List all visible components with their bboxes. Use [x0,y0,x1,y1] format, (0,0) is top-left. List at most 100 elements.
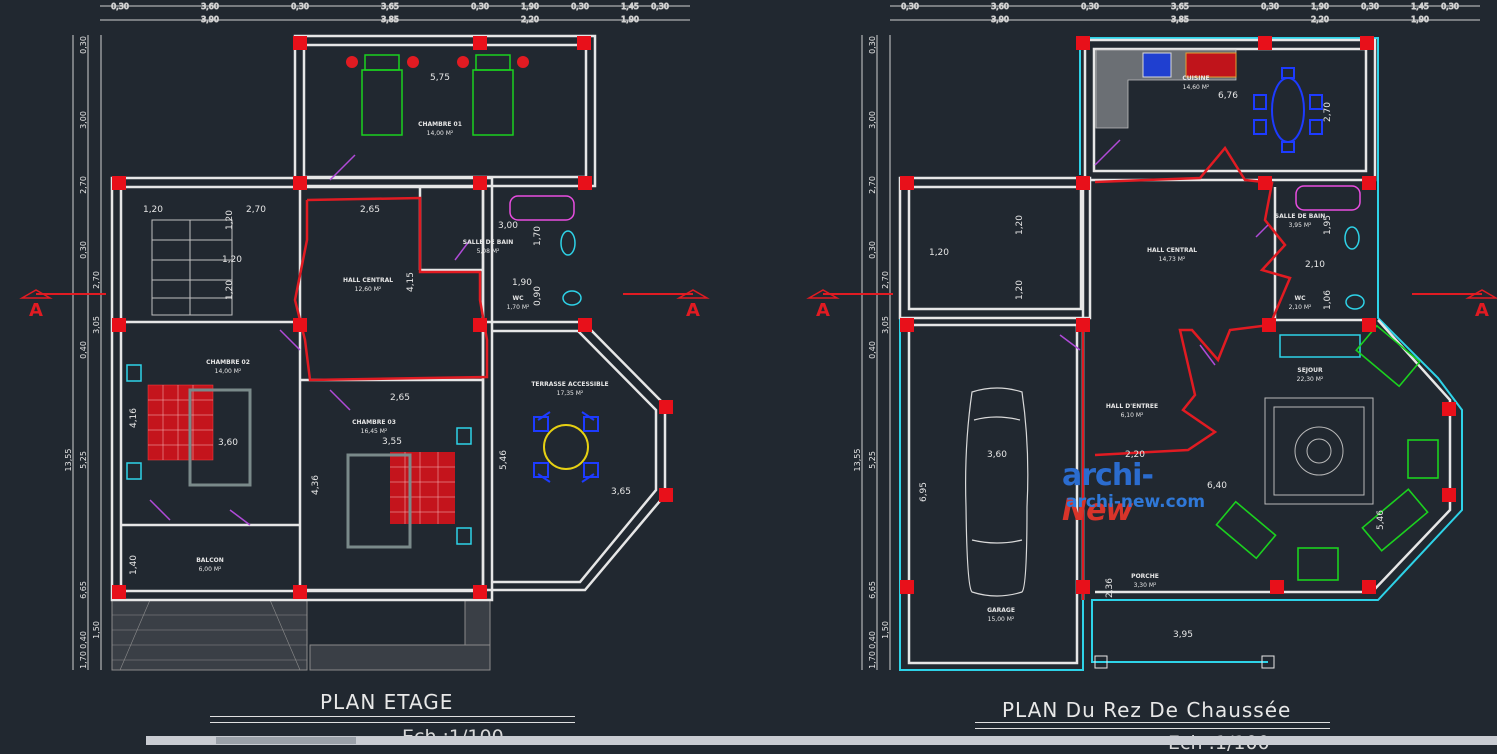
room-area: 14,60 M² [1183,84,1210,91]
inner-dim-label: 1,20 [929,248,949,258]
side-dim-label: 0,40 [868,341,877,359]
room-name: TERRASSE ACCESSIBLE [531,381,608,388]
top-dim-label: 1,90 [621,15,639,24]
side-dim-label: 1,70 [868,651,877,669]
hall-outline-etage [293,196,489,382]
side-dim-label: 1,50 [92,621,101,639]
side-dim-label: 0,40 [79,631,88,649]
side-dim-label: 1,70 [79,651,88,669]
inner-dim-label: 3,60 [218,438,238,448]
terrace-front-hatch [309,644,491,671]
top-dim-label: 0,30 [471,2,489,11]
room-name: WC [512,295,524,302]
top-dim-label: 0,30 [1081,2,1099,11]
stairs [151,219,233,316]
room-area: 14,00 M² [215,368,242,375]
balcony-hatch [111,599,308,671]
bed-ch3 [390,452,455,524]
top-dim-label: 0,30 [111,2,129,11]
room-name: CUISINE [1182,75,1209,82]
inner-dim-label: 2,20 [1125,450,1145,460]
room-name: BALCON [196,557,224,564]
top-dim-label: 1,90 [521,2,539,11]
side-dim-label: 2,70 [868,176,877,194]
columns-rdc [900,36,1456,594]
plan-etage [110,34,673,671]
side-dim-label: 5,25 [868,451,877,469]
top-dim-label: 0,30 [291,2,309,11]
top-dim-label: 3,60 [991,2,1009,11]
top-dim-label: 3,65 [1171,2,1189,11]
room-area: 16,45 M² [361,428,388,435]
side-dim-label: 3,00 [79,111,88,129]
inner-dim-label: 1,20 [222,255,242,265]
side-dim-label: 2,70 [881,271,890,289]
inner-dim-label: 6,76 [1218,91,1238,101]
top-dim-label: 3,60 [201,2,219,11]
rug-ch3 [346,453,412,549]
side-dim-label: 0,30 [79,241,88,259]
side-dim-label: 2,70 [92,271,101,289]
living-rug [1264,397,1374,505]
side-dim-label: 3,00 [868,111,877,129]
side-dimension-lines [72,35,891,670]
room-name: CHAMBRE 01 [418,121,462,128]
inner-dim-label: 3,95 [1173,630,1193,640]
top-dimension-lines: 0,30 3,60 0,30 3,65 0,30 1,90 0,30 1,45 0,30 3,90… [100,2,1480,25]
inner-dim-label: 1,20 [225,280,235,300]
inner-dim-label: 3,65 [611,487,631,497]
inner-dim-label: 4,36 [311,475,321,495]
top-dim-label: 1,45 [621,2,639,11]
room-area: 5,08 M² [477,248,500,255]
top-dim-label: 0,30 [1361,2,1379,11]
top-dim-label: 3,90 [201,15,219,24]
inner-dim-label: 1,90 [512,278,532,288]
inner-dim-label: 1,20 [1015,280,1025,300]
inner-dim-label: 5,46 [1376,510,1386,530]
top-dim-label: 2,20 [521,15,539,24]
inner-dim-label: 6,95 [919,482,929,502]
side-dim-label: 2,70 [79,176,88,194]
inner-dim-label: 0,90 [533,286,543,306]
inner-dim-label: 3,00 [498,221,518,231]
inner-dim-label: 1,95 [1323,215,1333,235]
room-area: 3,30 M² [1134,582,1157,589]
side-dim-label: 0,30 [868,36,877,54]
bed-ch2 [147,384,214,461]
room-area: 14,00 M² [427,130,454,137]
side-dim-label: 6,65 [868,581,877,599]
room-name: HALL CENTRAL [1147,247,1197,254]
title-underline-right-2 [975,728,1330,729]
inner-dim-label: 2,70 [246,205,266,215]
title-underline-left-2 [210,722,575,723]
inner-dim-label: 4,16 [129,408,139,428]
room-name: CHAMBRE 03 [352,419,396,426]
bathtub-rdc [1295,185,1361,211]
side-dim-label: 3,05 [881,316,890,334]
terrace-table [533,411,599,483]
side-dim-label: 5,25 [79,451,88,469]
room-area: 15,00 M² [988,616,1015,623]
walls-rdc [898,38,1452,665]
car-icon [965,387,1029,597]
scrollbar-thumb[interactable] [216,737,356,744]
side-dim-label: 0,40 [79,341,88,359]
inner-dim-label: 5,46 [499,450,509,470]
top-dim-label: 0,30 [651,2,669,11]
inner-dim-label: 4,15 [406,272,416,292]
room-area: 2,10 M² [1289,304,1312,311]
top-dim-label: 3,65 [381,2,399,11]
horizontal-scrollbar[interactable] [146,736,1497,745]
inner-dim-label: 2,10 [1305,260,1325,270]
inner-dim-label: 1,40 [129,555,139,575]
plan-rdc-title: PLAN Du Rez De Chaussée [1002,698,1292,722]
plan-etage-title: PLAN ETAGE [320,690,454,714]
section-mark-label: A [1475,300,1489,321]
inner-dim-label: 3,55 [382,437,402,447]
inner-dim-label: 5,75 [430,73,450,83]
top-dim-label: 0,30 [571,2,589,11]
room-name: GARAGE [987,607,1015,614]
